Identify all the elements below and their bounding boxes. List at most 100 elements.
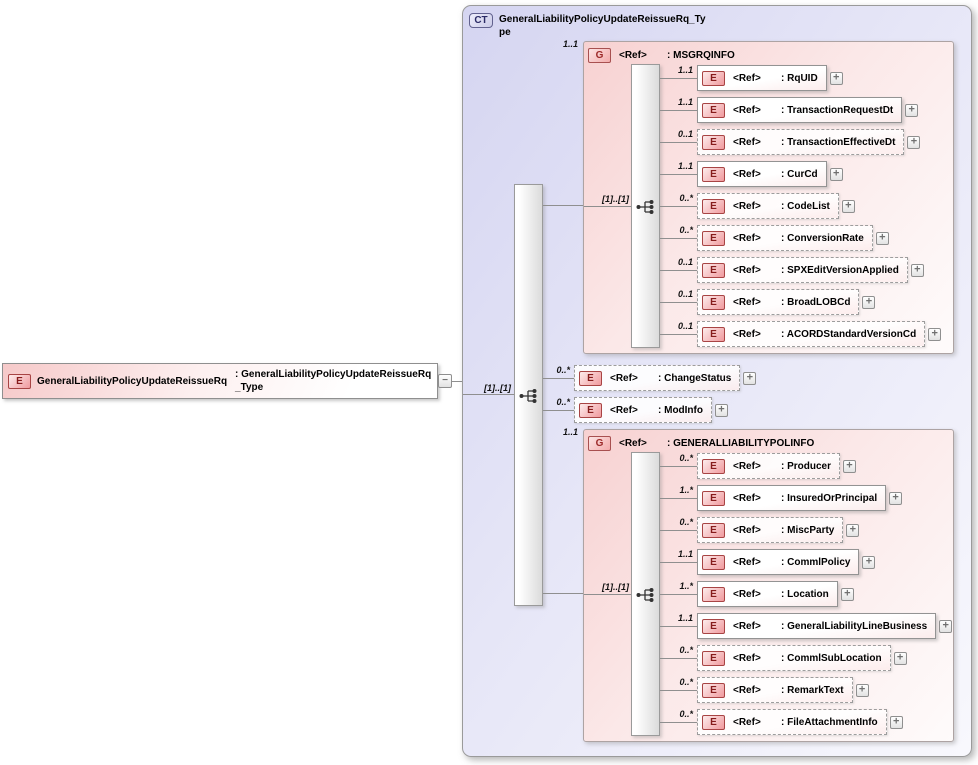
element-ref-label: <Ref> — [610, 372, 638, 384]
expand-icon[interactable] — [855, 683, 869, 697]
expand-icon[interactable] — [905, 103, 919, 117]
expand-icon[interactable] — [840, 587, 854, 601]
group-name-label: : MSGRQINFO — [667, 50, 735, 61]
sequence-icon — [636, 200, 654, 214]
cardinality-label: 1..1 — [562, 39, 578, 49]
element-box[interactable]: E<Ref>: Location — [697, 581, 838, 607]
element-ref-label: <Ref> — [733, 72, 761, 84]
element-row: E<Ref>: MiscParty — [697, 517, 860, 543]
expand-icon[interactable] — [893, 651, 907, 665]
expand-icon[interactable] — [846, 523, 860, 537]
connector-line — [660, 722, 697, 723]
expand-icon[interactable] — [862, 555, 876, 569]
cardinality-label: 0..* — [679, 225, 693, 235]
connector-line — [543, 593, 583, 594]
element-box[interactable]: E<Ref>: Producer — [697, 453, 841, 479]
expand-icon[interactable] — [889, 715, 903, 729]
element-ref-label: <Ref> — [733, 684, 761, 696]
connector-line — [660, 78, 697, 79]
element-name-label: : RqUID — [781, 72, 818, 84]
connector-line — [543, 378, 574, 379]
element-box[interactable]: E<Ref>: CodeList — [697, 193, 839, 219]
cardinality-label: 0..* — [556, 365, 570, 375]
element-ref-label: <Ref> — [733, 296, 761, 308]
expand-icon[interactable] — [843, 459, 857, 473]
expand-icon[interactable] — [889, 491, 903, 505]
element-box[interactable]: E<Ref>: CurCd — [697, 161, 827, 187]
element-box[interactable]: E<Ref>: InsuredOrPrincipal — [697, 485, 887, 511]
element-row: E <Ref> : RqUID — [697, 65, 843, 91]
element-box[interactable]: E <Ref> : RqUID — [697, 65, 827, 91]
element-row: E<Ref>: ChangeStatus — [574, 365, 757, 391]
element-box[interactable]: E<Ref>: MiscParty — [697, 517, 844, 543]
element-row: E<Ref>: InsuredOrPrincipal — [697, 485, 903, 511]
collapse-icon[interactable] — [438, 374, 452, 388]
element-ref-label: <Ref> — [733, 652, 761, 664]
element-ref-label: <Ref> — [733, 492, 761, 504]
complex-type-title: GeneralLiabilityPolicyUpdateReissueRq_Ty… — [499, 14, 706, 38]
expand-icon[interactable] — [829, 167, 843, 181]
connector-line — [660, 302, 697, 303]
element-badge: E — [702, 682, 725, 698]
cardinality-label: [1]..[1] — [602, 194, 629, 204]
cardinality-label: [1]..[1] — [484, 383, 511, 393]
element-row: E<Ref>: CommlSubLocation — [697, 645, 907, 671]
element-badge: E — [702, 70, 725, 86]
cardinality-label: 1..1 — [677, 97, 693, 107]
cardinality-label: 0..1 — [677, 129, 693, 139]
element-box[interactable]: E<Ref>: TransactionEffectiveDt — [697, 129, 905, 155]
expand-icon[interactable] — [875, 231, 889, 245]
connector-line — [660, 530, 697, 531]
model-group-bar — [514, 184, 543, 606]
element-box[interactable]: E<Ref>: ChangeStatus — [574, 365, 741, 391]
element-ref-label: <Ref> — [733, 460, 761, 472]
element-box[interactable]: E<Ref>: GeneralLiabilityLineBusiness — [697, 613, 937, 639]
element-row: E<Ref>: CommlPolicy — [697, 549, 876, 575]
connector-line — [584, 206, 631, 207]
complex-type-header: CT GeneralLiabilityPolicyUpdateReissueRq… — [469, 13, 711, 39]
element-ref-label: <Ref> — [733, 716, 761, 728]
sequence-icon — [519, 389, 537, 403]
element-name-label: : FileAttachmentInfo — [781, 716, 878, 728]
element-badge: E — [702, 102, 725, 118]
element-badge: E — [702, 458, 725, 474]
connector-line — [543, 205, 583, 206]
element-name-label: : Location — [781, 588, 829, 600]
element-box[interactable]: E<Ref>: SPXEditVersionApplied — [697, 257, 908, 283]
element-box[interactable]: E<Ref>: FileAttachmentInfo — [697, 709, 887, 735]
element-row: E<Ref>: BroadLOBCd — [697, 289, 876, 315]
element-box[interactable]: E<Ref>: CommlPolicy — [697, 549, 860, 575]
expand-icon[interactable] — [928, 327, 942, 341]
element-box[interactable]: E<Ref>: RemarkText — [697, 677, 853, 703]
connector-line — [660, 206, 697, 207]
element-box[interactable]: E<Ref>: CommlSubLocation — [697, 645, 891, 671]
connector-line — [660, 142, 697, 143]
expand-icon[interactable] — [862, 295, 876, 309]
expand-icon[interactable] — [829, 71, 843, 85]
element-ref-label: <Ref> — [733, 524, 761, 536]
expand-icon[interactable] — [841, 199, 855, 213]
connector-line — [452, 381, 462, 382]
expand-icon[interactable] — [910, 263, 924, 277]
element-box[interactable]: E<Ref>: ModInfo — [574, 397, 712, 423]
cardinality-label: 1..1 — [562, 427, 578, 437]
connector-line — [660, 270, 697, 271]
group-box[interactable]: G<Ref>: GENERALLIABILITYPOLINFO[1]..[1]0… — [583, 429, 954, 742]
element-ref-label: <Ref> — [733, 588, 761, 600]
element-box[interactable]: E<Ref>: BroadLOBCd — [697, 289, 860, 315]
cardinality-label: 1..1 — [677, 161, 693, 171]
root-element-type: : GeneralLiabilityPolicyUpdateReissueRq_… — [235, 369, 432, 393]
expand-icon[interactable] — [743, 371, 757, 385]
expand-icon[interactable] — [714, 403, 728, 417]
element-box[interactable]: E<Ref>: ACORDStandardVersionCd — [697, 321, 926, 347]
complex-type-box[interactable]: CT GeneralLiabilityPolicyUpdateReissueRq… — [462, 5, 972, 757]
expand-icon[interactable] — [939, 619, 953, 633]
root-element-box[interactable]: E GeneralLiabilityPolicyUpdateReissueRq … — [2, 363, 438, 399]
connector-line — [660, 334, 697, 335]
element-row: E<Ref>: ConversionRate — [697, 225, 889, 251]
element-box[interactable]: E<Ref>: ConversionRate — [697, 225, 873, 251]
expand-icon[interactable] — [907, 135, 921, 149]
element-row: E<Ref>: GeneralLiabilityLineBusiness — [697, 613, 953, 639]
element-box[interactable]: E<Ref>: TransactionRequestDt — [697, 97, 903, 123]
